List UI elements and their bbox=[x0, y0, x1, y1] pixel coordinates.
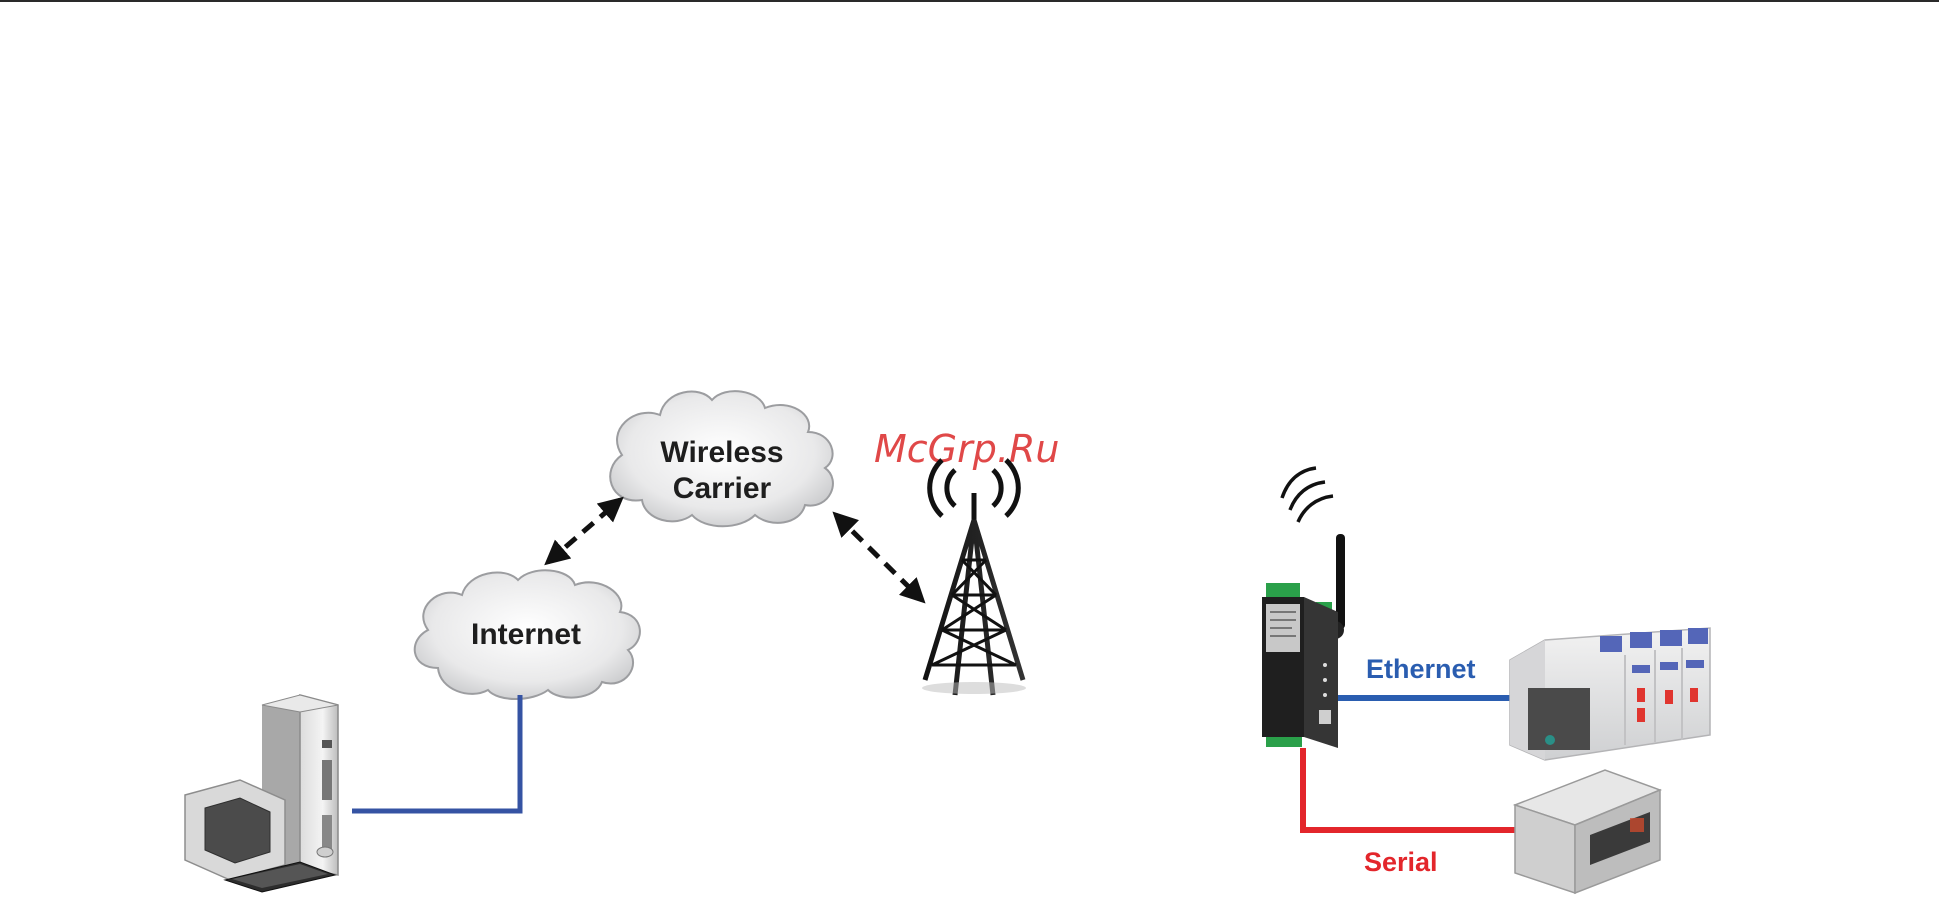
pc-internet-link bbox=[352, 695, 520, 811]
plc-device-icon bbox=[1510, 628, 1710, 760]
serial-device-icon bbox=[1515, 770, 1660, 893]
serial-link bbox=[1303, 748, 1515, 830]
internet-carrier-arrow bbox=[548, 500, 620, 562]
cloud-label-internet: Internet bbox=[471, 618, 581, 651]
wireless-carrier-cloud: Wireless Carrier bbox=[610, 391, 833, 526]
serial-label: Serial bbox=[1364, 847, 1438, 877]
cellular-gateway-icon bbox=[1262, 468, 1345, 748]
carrier-tower-arrow bbox=[836, 515, 922, 600]
ethernet-label: Ethernet bbox=[1366, 654, 1476, 684]
desktop-computer-icon bbox=[185, 695, 338, 892]
internet-cloud: Internet bbox=[415, 570, 640, 699]
cell-tower-icon bbox=[922, 460, 1026, 695]
watermark-text: McGrp.Ru bbox=[874, 427, 1059, 471]
cloud-label-carrier: Carrier bbox=[673, 472, 772, 505]
cloud-label-wireless: Wireless bbox=[660, 436, 783, 469]
